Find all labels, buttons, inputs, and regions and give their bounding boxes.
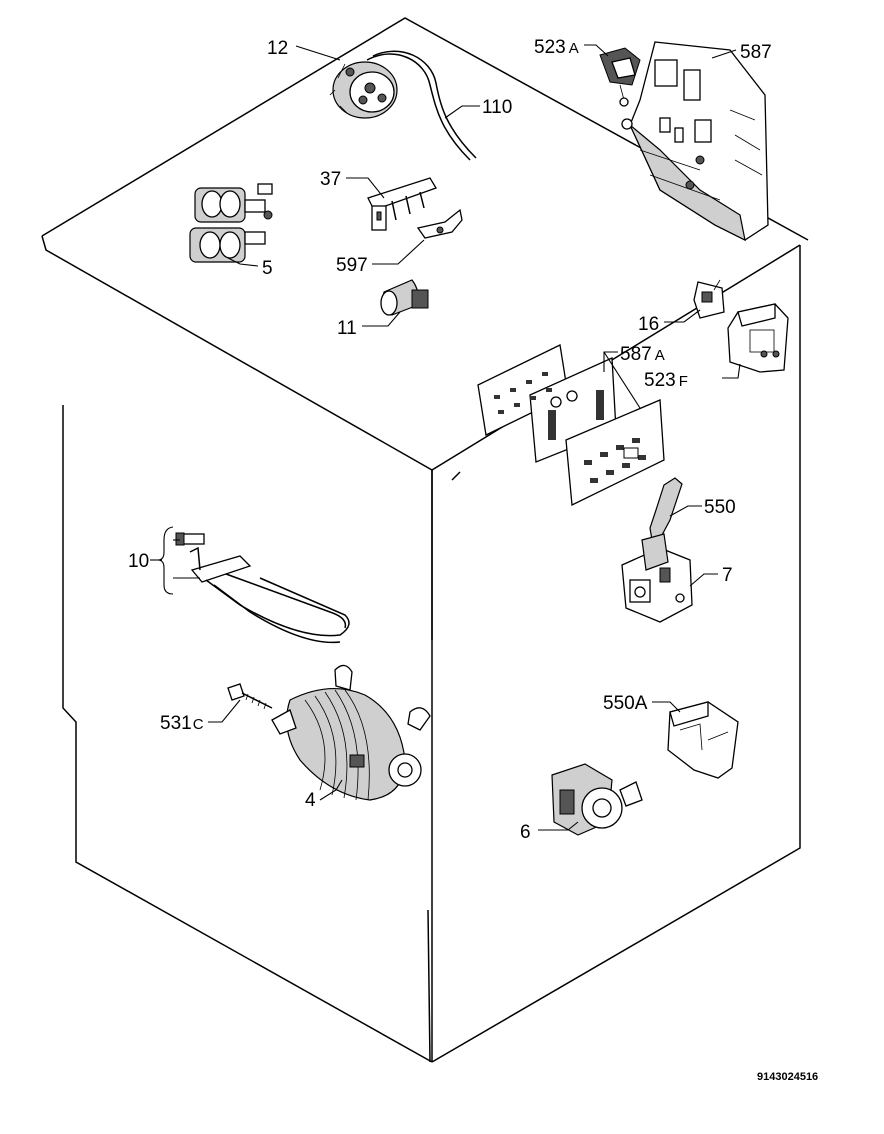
clip-part-597 xyxy=(416,208,463,239)
housing-part-523f xyxy=(727,303,789,373)
label-550a: 550A xyxy=(603,693,648,714)
label-531c: 531C xyxy=(160,713,204,734)
label-37: 37 xyxy=(320,169,341,190)
connector-part-16 xyxy=(693,279,725,319)
screw-part-531c xyxy=(227,683,273,710)
label-597: 597 xyxy=(336,255,368,276)
heating-element-part-10 xyxy=(175,532,350,644)
label-7: 7 xyxy=(722,565,733,586)
pressure-switch-part-12 xyxy=(329,61,398,119)
label-550: 550 xyxy=(704,497,736,518)
label-11: 11 xyxy=(337,318,357,339)
label-10: 10 xyxy=(128,551,149,572)
inlet-valve-part-5 xyxy=(189,183,273,263)
leader-lines xyxy=(150,44,741,831)
control-panel-part-587 xyxy=(621,41,769,242)
label-16: 16 xyxy=(638,314,659,335)
circuit-boards-part-587a xyxy=(477,344,665,506)
label-12: 12 xyxy=(267,38,288,59)
label-5: 5 xyxy=(262,258,273,279)
door-lock-part-7 xyxy=(621,533,693,623)
label-110: 110 xyxy=(482,97,512,118)
motor-part-4 xyxy=(271,664,431,801)
hose-part-110 xyxy=(366,50,477,161)
label-4: 4 xyxy=(305,790,316,811)
lever-part-550 xyxy=(649,477,683,541)
terminal-block-part-37 xyxy=(367,177,437,231)
capacitor-part-11 xyxy=(380,279,429,316)
label-587: 587 xyxy=(740,42,772,63)
knob-part-523a xyxy=(599,47,641,107)
reference-number: 9143024516 xyxy=(757,1071,818,1083)
label-6: 6 xyxy=(520,822,531,843)
cover-part-550a xyxy=(667,701,739,779)
drain-pump-part-6 xyxy=(551,763,643,836)
